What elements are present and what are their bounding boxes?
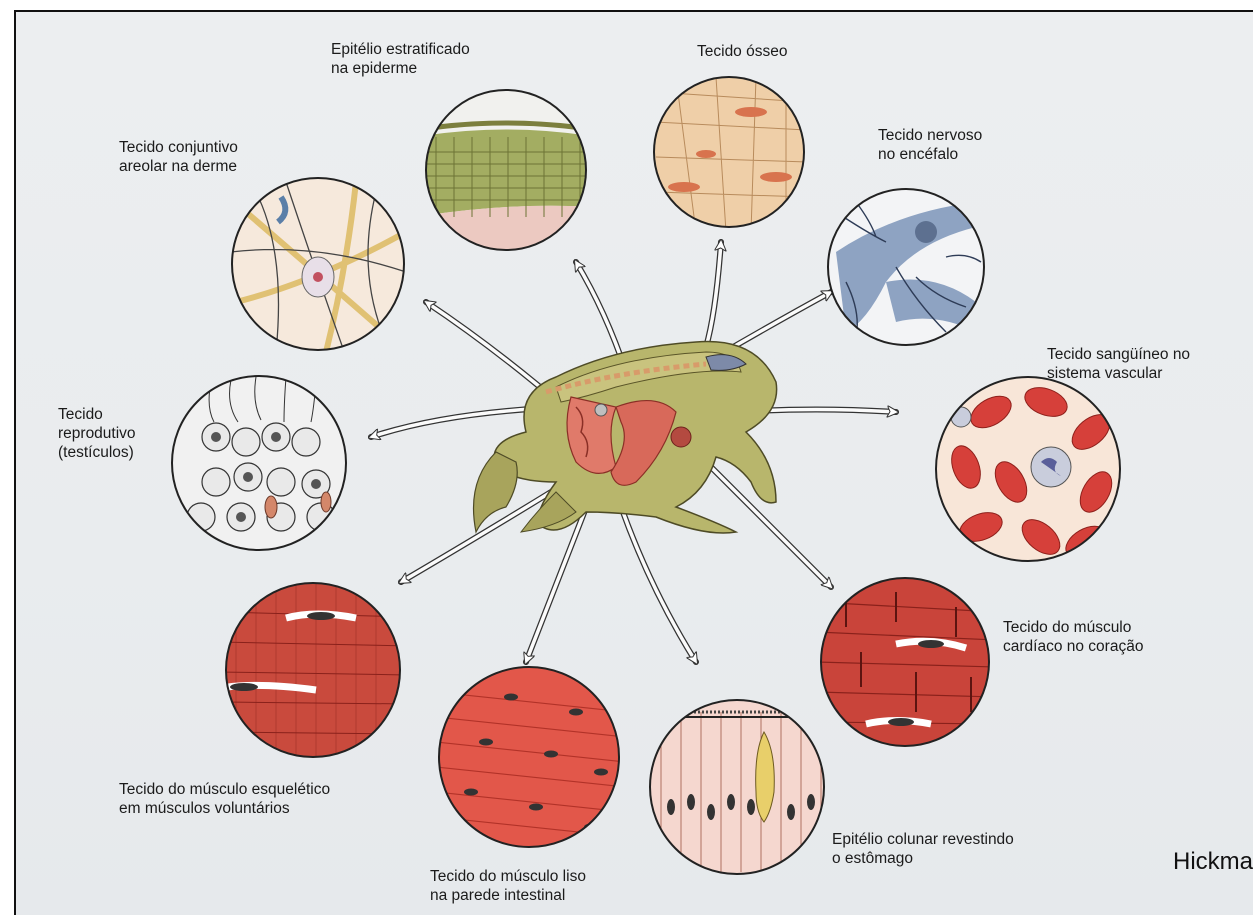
- label-smooth-muscle: Tecido do músculo liso na parede intesti…: [430, 867, 586, 905]
- smooth-muscle-circle: [436, 662, 626, 852]
- credit-text: Hickma: [1173, 848, 1253, 876]
- label-nerve: Tecido nervoso no encéfalo: [878, 126, 982, 164]
- connective-circle: [226, 172, 416, 362]
- label-reproductive: Tecido reprodutivo (testículos): [58, 405, 136, 462]
- label-cardiac: Tecido do músculo cardíaco no coração: [1003, 618, 1143, 656]
- label-epithelium: Epitélio estratificado na epiderme: [331, 40, 470, 78]
- skeletal-circle: [221, 577, 411, 767]
- label-connective: Tecido conjuntivo areolar na derme: [119, 138, 238, 176]
- label-columnar: Epitélio colunar revestindo o estômago: [832, 830, 1014, 868]
- label-blood: Tecido sangüíneo no sistema vascular: [1047, 345, 1190, 383]
- label-bone: Tecido ósseo: [697, 42, 787, 61]
- label-skeletal: Tecido do músculo esquelético em músculo…: [119, 780, 330, 818]
- epithelium-circle: [416, 82, 596, 262]
- cardiac-circle: [816, 572, 996, 752]
- reproductive-circle: [166, 372, 356, 562]
- blood-circle: [931, 372, 1126, 567]
- columnar-circle: [646, 697, 831, 882]
- figure-frame: Epitélio estratificado na epiderme Tecid…: [14, 10, 1253, 915]
- bone-circle: [646, 72, 816, 242]
- nerve-circle: [826, 187, 986, 347]
